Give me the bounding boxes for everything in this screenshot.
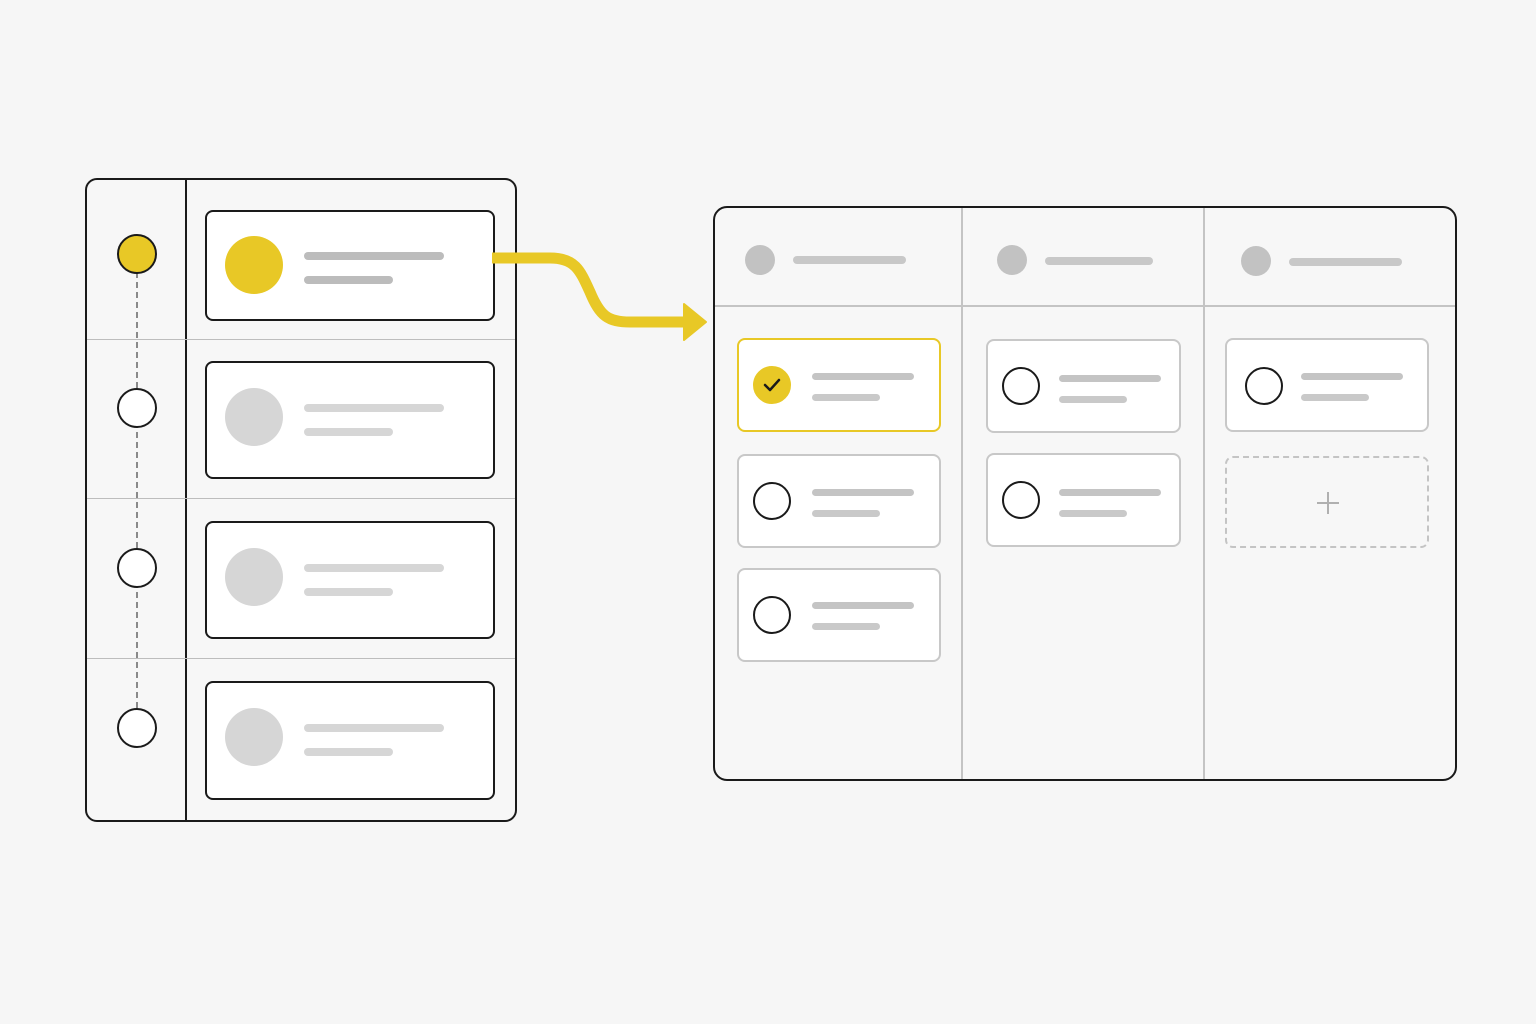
text-placeholder — [304, 564, 444, 572]
list-item-selected[interactable] — [205, 210, 495, 321]
task-card[interactable] — [986, 453, 1181, 547]
column-avatar-icon — [1241, 246, 1271, 276]
column-avatar-icon — [997, 245, 1027, 275]
text-placeholder — [1301, 373, 1403, 380]
column-divider — [1203, 208, 1205, 779]
text-placeholder — [304, 276, 393, 284]
text-placeholder — [304, 588, 393, 596]
text-placeholder — [812, 394, 880, 401]
checkbox[interactable] — [1245, 367, 1283, 405]
avatar — [225, 388, 283, 446]
avatar — [225, 548, 283, 606]
task-card[interactable] — [737, 454, 941, 548]
list-item[interactable] — [205, 361, 495, 479]
text-placeholder — [304, 748, 393, 756]
step-indicator-active[interactable] — [117, 234, 157, 274]
column-avatar-icon — [745, 245, 775, 275]
text-placeholder — [1301, 394, 1369, 401]
task-card[interactable] — [986, 339, 1181, 433]
checkbox[interactable] — [1002, 367, 1040, 405]
panel-divider — [185, 180, 187, 820]
text-placeholder — [304, 428, 393, 436]
text-placeholder — [304, 724, 444, 732]
text-placeholder — [812, 510, 880, 517]
step-indicator[interactable] — [117, 548, 157, 588]
task-card[interactable] — [737, 568, 941, 662]
row-divider — [87, 339, 515, 340]
column-divider — [961, 208, 963, 779]
text-placeholder — [1059, 375, 1161, 382]
check-icon — [763, 378, 781, 392]
step-list-panel — [85, 178, 517, 822]
column-title-placeholder — [793, 256, 906, 264]
text-placeholder — [304, 252, 444, 260]
checkbox[interactable] — [753, 596, 791, 634]
text-placeholder — [812, 623, 880, 630]
text-placeholder — [304, 404, 444, 412]
text-placeholder — [1059, 396, 1127, 403]
add-card-button[interactable] — [1225, 456, 1429, 548]
step-indicator[interactable] — [117, 708, 157, 748]
row-divider — [87, 498, 515, 499]
column-title-placeholder — [1045, 257, 1153, 265]
checkbox[interactable] — [1002, 481, 1040, 519]
task-card[interactable] — [1225, 338, 1429, 432]
column-title-placeholder — [1289, 258, 1402, 266]
row-divider — [87, 658, 515, 659]
text-placeholder — [812, 489, 914, 496]
text-placeholder — [1059, 489, 1161, 496]
step-indicator[interactable] — [117, 388, 157, 428]
avatar — [225, 708, 283, 766]
header-divider — [715, 305, 1455, 307]
checkbox[interactable] — [753, 482, 791, 520]
task-card-completed[interactable] — [737, 338, 941, 432]
list-item[interactable] — [205, 521, 495, 639]
plus-icon — [1317, 492, 1339, 514]
text-placeholder — [812, 602, 914, 609]
text-placeholder — [1059, 510, 1127, 517]
arrow-right-icon — [492, 252, 707, 341]
list-item[interactable] — [205, 681, 495, 800]
kanban-board — [713, 206, 1457, 781]
checkbox-checked[interactable] — [753, 366, 791, 404]
timeline-connector — [136, 272, 138, 728]
text-placeholder — [812, 373, 914, 380]
avatar — [225, 236, 283, 294]
